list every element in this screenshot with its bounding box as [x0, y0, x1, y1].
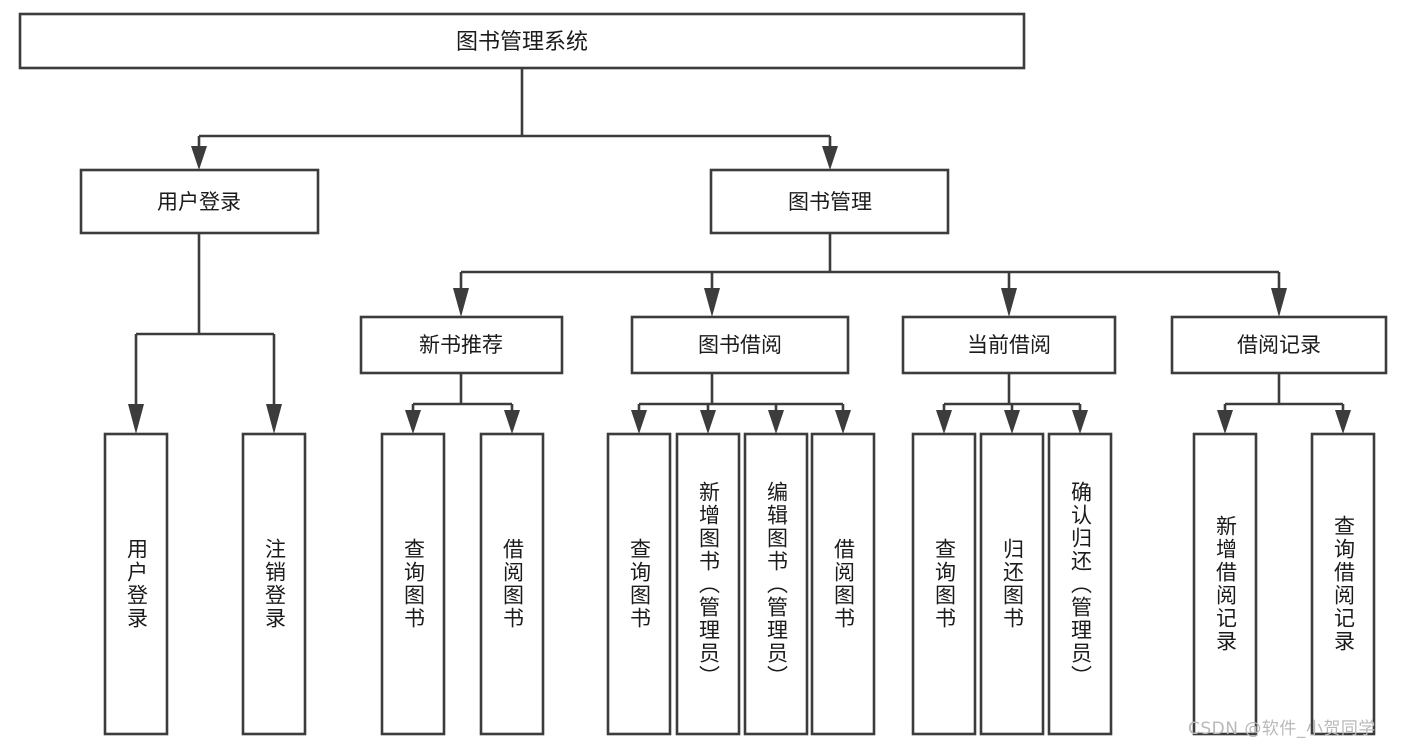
node-book-borrow[interactable]	[630, 315, 850, 375]
arrow-cb-to-query-book	[936, 410, 952, 434]
label-borrow-record: 借阅记录	[1237, 333, 1321, 357]
arrow-bb-to-add-book	[700, 410, 716, 434]
arrow-root-to-user-login	[191, 146, 207, 170]
arrow-br-to-query-record	[1335, 410, 1351, 434]
connector-group	[128, 68, 1351, 434]
node-root[interactable]	[18, 12, 1026, 70]
arrow-cb-to-confirm-return	[1072, 410, 1088, 434]
node-leaf-user-login[interactable]	[103, 432, 169, 736]
arrow-bm-to-new-book-rec	[453, 288, 469, 317]
node-leaf-query-book-3[interactable]	[911, 432, 977, 736]
arrow-nbr-to-borrow-book	[504, 410, 520, 434]
arrow-bb-to-edit-book	[768, 410, 784, 434]
arrow-bm-to-book-borrow	[704, 288, 720, 317]
node-leaf-user-logout[interactable]	[241, 432, 307, 736]
arrow-cb-to-return-book	[1004, 410, 1020, 434]
node-leaf-borrow-book-2[interactable]	[810, 432, 876, 736]
arrow-br-to-add-record	[1217, 410, 1233, 434]
arrow-user-login-to-leaf-logout	[266, 404, 282, 434]
node-label-group: 图书管理系统 用户登录 图书管理 新书推荐 图书借阅 当前借阅 借阅记录	[157, 30, 1321, 357]
arrow-bm-to-borrow-record	[1271, 288, 1287, 317]
label-new-book-rec: 新书推荐	[419, 333, 503, 357]
arrow-root-to-book-manage	[822, 146, 838, 170]
node-book-manage[interactable]	[709, 168, 950, 235]
node-user-login[interactable]	[79, 168, 320, 235]
node-leaf-query-record[interactable]	[1310, 432, 1376, 736]
node-box-group	[18, 12, 1388, 736]
node-current-borrow[interactable]	[901, 315, 1117, 375]
node-leaf-borrow-book-1[interactable]	[479, 432, 545, 736]
label-user-login: 用户登录	[157, 190, 241, 214]
node-new-book-rec[interactable]	[359, 315, 564, 375]
node-leaf-query-book-1[interactable]	[380, 432, 446, 736]
arrow-user-login-to-leaf-login	[128, 404, 144, 434]
label-book-borrow: 图书借阅	[698, 333, 782, 357]
arrow-bb-to-query-book	[631, 410, 647, 434]
node-leaf-add-record[interactable]	[1192, 432, 1258, 736]
label-book-manage: 图书管理	[788, 190, 872, 214]
node-leaf-query-book-2[interactable]	[606, 432, 672, 736]
node-leaf-return-book[interactable]	[979, 432, 1045, 736]
label-current-borrow: 当前借阅	[967, 333, 1051, 357]
csdn-watermark: CSDN @软件_小贺同学	[1188, 719, 1376, 739]
node-borrow-record[interactable]	[1170, 315, 1388, 375]
node-leaf-add-book[interactable]	[675, 432, 741, 736]
node-leaf-edit-book[interactable]	[743, 432, 809, 736]
arrow-bm-to-current-borrow	[1001, 288, 1017, 317]
arrow-bb-to-borrow-book	[835, 410, 851, 434]
arrow-nbr-to-query-book	[405, 410, 421, 434]
label-root: 图书管理系统	[456, 30, 588, 55]
node-leaf-confirm-return[interactable]	[1047, 432, 1113, 736]
